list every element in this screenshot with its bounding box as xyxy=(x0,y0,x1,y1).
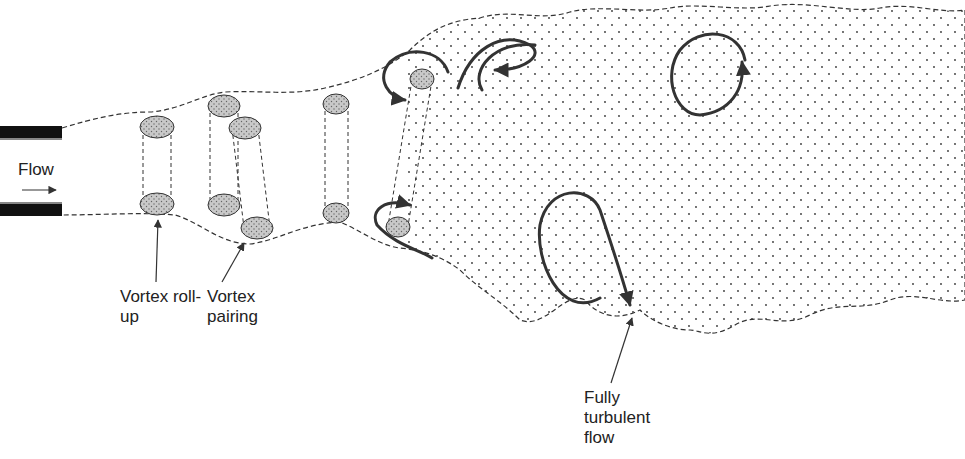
callout-label: Fully turbulent flow xyxy=(582,388,666,448)
nozzle-wall xyxy=(0,204,62,216)
nozzle-wall xyxy=(0,126,62,138)
leader-arrow xyxy=(156,220,632,383)
nozzle-edge xyxy=(0,203,62,204)
vortex-core xyxy=(140,69,434,239)
nozzle-edge xyxy=(0,139,62,140)
flow-label: Flow xyxy=(16,160,70,180)
callout-label: Vortex pairing xyxy=(205,287,283,327)
callout-label: Vortex roll-up xyxy=(118,287,208,327)
vortex-ring-links xyxy=(143,80,432,228)
turbulent-dots xyxy=(405,4,965,333)
flow-arrow xyxy=(22,189,56,190)
eddy-arrow xyxy=(375,34,745,305)
jet-boundary xyxy=(62,4,965,333)
